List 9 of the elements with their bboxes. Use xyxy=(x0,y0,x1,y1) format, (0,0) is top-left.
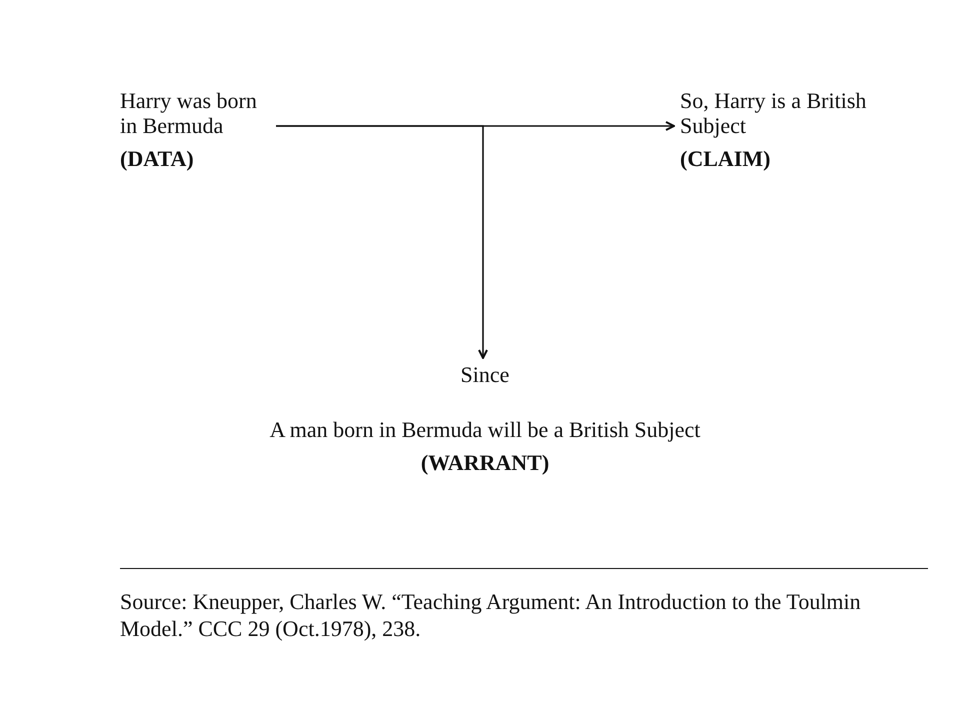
role-label: (CLAIM) xyxy=(680,146,770,171)
arrow xyxy=(276,125,488,359)
role-label: (DATA) xyxy=(120,146,194,171)
statement-text: Harry was born in Bermuda xyxy=(120,88,258,138)
role-label: (WARRANT) xyxy=(420,450,550,475)
statement-text: A man born in Bermuda will be a British Subject xyxy=(270,417,700,442)
source-caption: Source: Kneupper, Charles W. “Teaching Argument: An Introduction to the Toulmin Model.” CCC 29 (Oct.1978), 238. xyxy=(120,588,862,642)
statement-text: Since xyxy=(460,362,510,387)
statement-text: So, Harry is a British Subject xyxy=(680,88,868,138)
